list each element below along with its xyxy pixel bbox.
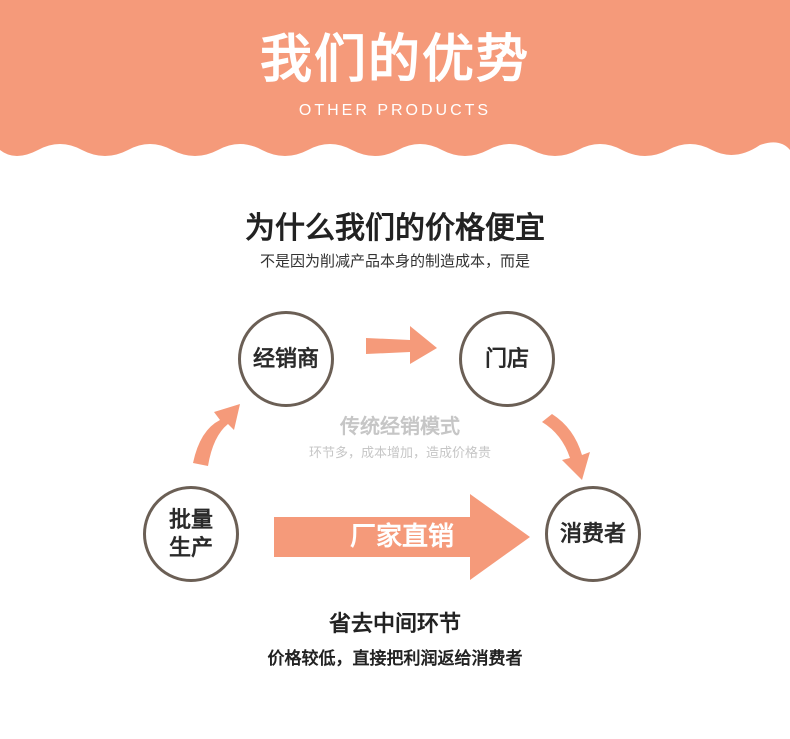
arrow-store-to-consumer [542,414,590,480]
node-consumer-label: 消费者 [559,521,626,547]
node-store: 门店 [459,311,555,407]
traditional-model-subtitle: 环节多，成本增加，造成价格贵 [308,446,491,461]
node-dealer-label: 经销商 [252,346,319,372]
section-heading: 为什么我们的价格便宜 [245,211,545,246]
banner-title: 我们的优势 [259,30,530,90]
node-dealer: 经销商 [238,311,334,407]
arrow-dealer-to-store [366,326,437,364]
node-store-label: 门店 [484,346,529,372]
node-mass-line2: 生产 [168,535,213,561]
node-mass-production: 批量 生产 [143,486,239,582]
node-mass-line1: 批量 [168,507,213,533]
header-banner: 我们的优势 OTHER PRODUCTS [0,0,790,175]
banner-wave-shape [0,0,790,156]
arrow-mass-to-dealer [193,404,240,466]
footer-subtitle: 价格较低，直接把利润返给消费者 [267,649,523,669]
node-consumer: 消费者 [545,486,641,582]
direct-sales-label: 厂家直销 [349,522,454,552]
footer-title: 省去中间环节 [328,611,461,637]
banner-subtitle: OTHER PRODUCTS [298,102,492,119]
arrow-direct-sales [274,494,530,580]
traditional-model-title: 传统经销模式 [340,414,460,438]
section-subheading: 不是因为削减产品本身的制造成本，而是 [259,252,530,270]
